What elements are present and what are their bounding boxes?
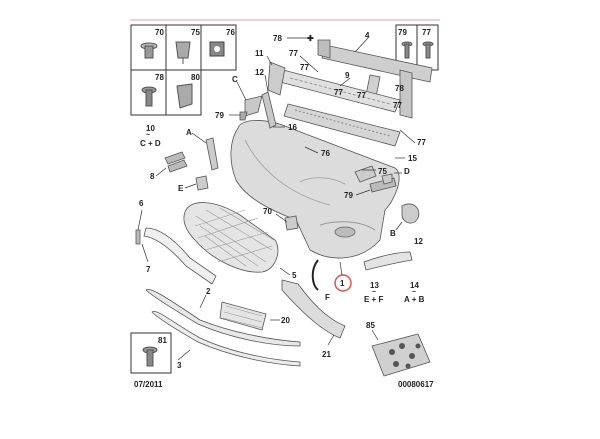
callout-70: 70 <box>263 207 272 216</box>
letter-F: F <box>325 293 330 302</box>
clip-79-left <box>239 111 248 121</box>
lower-strip-3 <box>151 310 301 367</box>
chrome-strip-7 <box>143 227 217 285</box>
tilde-13: ~ <box>372 289 376 296</box>
callout-75: 75 <box>378 167 387 176</box>
callout-4: 4 <box>365 31 370 40</box>
callout-6: 6 <box>139 199 144 208</box>
bracket-70 <box>284 215 299 231</box>
lower-support-16 <box>283 103 401 147</box>
callout-79-right: 79 <box>344 191 353 200</box>
callout-78-right: 78 <box>395 84 404 93</box>
callout-77-e: 77 <box>393 101 402 110</box>
callout-85: 85 <box>366 321 375 330</box>
reinforcement-beam-4 <box>317 39 433 119</box>
tilde-10: ~ <box>146 132 150 139</box>
trim-strip-B <box>363 251 413 271</box>
fog-lamp-bracket-12 <box>401 203 420 224</box>
callout-13: 13 <box>370 281 379 290</box>
fastener-box-group-left: 70 75 76 78 80 <box>130 24 237 116</box>
lower-grille-20 <box>219 301 267 331</box>
callout-77-b: 77 <box>300 63 309 72</box>
side-bracket-12-left <box>261 91 277 129</box>
callout-7: 7 <box>146 265 151 274</box>
group-10: C + D <box>140 139 161 148</box>
callout-2: 2 <box>206 287 211 296</box>
lower-strip-2 <box>145 288 301 347</box>
spoiler-21 <box>281 279 346 339</box>
callout-80: 80 <box>191 73 200 82</box>
highlight-circle-1 <box>334 274 352 292</box>
callout-12-top: 12 <box>255 68 264 77</box>
callout-12-right: 12 <box>414 237 423 246</box>
callout-78-top: 78 <box>273 34 282 43</box>
callout-15: 15 <box>408 154 417 163</box>
callout-16: 16 <box>288 123 297 132</box>
callout-77-f: 77 <box>417 138 426 147</box>
callout-1: 1 <box>340 279 345 288</box>
callout-8: 8 <box>150 172 155 181</box>
callout-79-box: 79 <box>398 28 407 37</box>
callout-21: 21 <box>322 350 331 359</box>
clip-6 <box>135 229 141 245</box>
cable-F <box>311 259 319 291</box>
callout-10: 10 <box>146 124 155 133</box>
callout-76: 76 <box>226 28 235 37</box>
bracket-11 <box>267 61 286 96</box>
callout-5: 5 <box>292 271 297 280</box>
chevron-badge-8 <box>164 151 188 173</box>
reference-code: 00080617 <box>398 380 434 389</box>
tilde-14: ~ <box>412 289 416 296</box>
clip-kit-85 <box>371 333 431 377</box>
callout-3: 3 <box>177 361 182 370</box>
letter-C: C <box>232 75 238 84</box>
letter-E: E <box>178 184 184 193</box>
nut-icon-76 <box>209 41 225 57</box>
bolt-icon-81 <box>142 346 158 367</box>
date-code: 07/2011 <box>134 380 163 389</box>
callout-77-a: 77 <box>289 49 298 58</box>
side-trim-A <box>205 137 219 171</box>
callout-75: 75 <box>191 28 200 37</box>
fastener-box-81: 81 <box>130 332 172 374</box>
clip-E <box>195 175 209 191</box>
bracket-icon-80 <box>176 83 193 109</box>
letter-A: A <box>186 128 192 137</box>
letter-D: D <box>404 167 410 176</box>
screw-icon-77 <box>422 41 434 59</box>
screw-icon-79 <box>401 41 413 59</box>
letter-B: B <box>390 229 396 238</box>
callout-81: 81 <box>158 336 167 345</box>
callout-78: 78 <box>155 73 164 82</box>
callout-11: 11 <box>255 49 264 58</box>
guide-bracket-C <box>244 95 263 117</box>
callout-20: 20 <box>281 316 290 325</box>
rivet-icon-70 <box>140 42 158 59</box>
bumper-cover-1 <box>230 120 400 259</box>
group-13: E + F <box>364 295 383 304</box>
clip-icon-75 <box>175 41 191 64</box>
callout-70: 70 <box>155 28 164 37</box>
group-14: A + B <box>404 295 425 304</box>
clip-D <box>381 173 393 185</box>
grille-5 <box>183 202 279 273</box>
callout-77-c: 77 <box>334 88 343 97</box>
callout-79-left: 79 <box>215 111 224 120</box>
screw-icon-78 <box>141 86 157 107</box>
callout-9: 9 <box>345 71 350 80</box>
callout-14: 14 <box>410 281 419 290</box>
callout-76: 76 <box>321 149 330 158</box>
cross-marker: ✚ <box>307 34 314 43</box>
callout-77-box: 77 <box>422 28 431 37</box>
callout-77-d: 77 <box>357 91 366 100</box>
